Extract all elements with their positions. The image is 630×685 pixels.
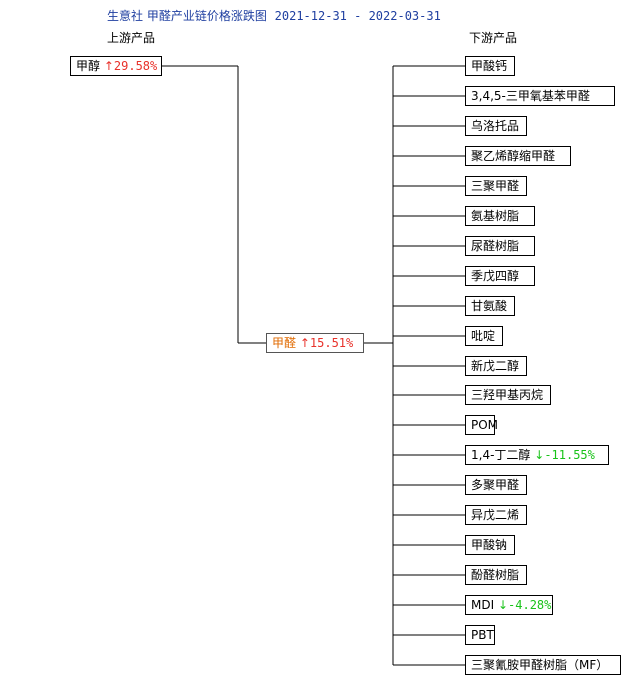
node-name: 酚醛树脂	[471, 568, 520, 582]
node-name: POM	[471, 418, 499, 432]
up-arrow-icon: ↑	[299, 336, 310, 350]
downstream-node: POM	[465, 415, 499, 435]
node-name: 聚乙烯醇缩甲醛	[471, 149, 556, 163]
downstream-node: 3,4,5-三甲氧基苯甲醛	[465, 86, 615, 106]
upstream-header: 上游产品	[107, 31, 156, 45]
downstream-node: 三羟甲基丙烷	[465, 385, 551, 405]
node-name: 甲酸钙	[471, 59, 508, 73]
node-name: 吡啶	[471, 329, 496, 343]
downstream-node: 甘氨酸	[465, 296, 515, 316]
downstream-node: 季戊四醇	[465, 266, 535, 286]
downstream-node: 聚乙烯醇缩甲醛	[465, 146, 571, 166]
downstream-header: 下游产品	[469, 31, 518, 45]
downstream-node: PBT	[465, 625, 495, 645]
downstream-node: 氨基树脂	[465, 206, 535, 226]
downstream-node: 新戊二醇	[465, 356, 527, 376]
date-range: 2021-12-31 - 2022-03-31	[274, 9, 441, 23]
downstream-node: 乌洛托品	[465, 116, 527, 136]
downstream-node: 甲酸钠	[465, 535, 515, 555]
downstream-node: 甲酸钙	[465, 56, 515, 76]
downstream-branches	[393, 65, 465, 666]
node-name: 氨基树脂	[471, 209, 520, 223]
down-arrow-icon: ↓	[497, 598, 509, 612]
node-name: 三聚甲醛	[471, 179, 520, 193]
downstream-node: 尿醛树脂	[465, 236, 535, 256]
node-name: 季戊四醇	[471, 269, 520, 283]
node-name: MDI	[471, 598, 495, 612]
chart-title: 生意社 甲醛产业链价格涨跌图 2021-12-31 - 2022-03-31	[107, 7, 441, 24]
downstream-node: 吡啶	[465, 326, 503, 346]
node-change: -11.55%	[544, 448, 595, 462]
node-name: 乌洛托品	[471, 119, 520, 133]
node-change: 15.51%	[309, 336, 354, 350]
node-name: 甘氨酸	[471, 299, 508, 313]
downstream-node: 酚醛树脂	[465, 565, 527, 585]
node-name: 甲醇	[76, 59, 101, 73]
node-name: 三羟甲基丙烷	[471, 388, 544, 402]
downstream-node: 三聚氰胺甲醛树脂（MF）	[465, 655, 621, 675]
downstream-node: MDI ↓-4.28%	[465, 595, 553, 615]
downstream-node: 三聚甲醛	[465, 176, 527, 196]
center-node-formaldehyde: 甲醛 ↑15.51%	[266, 333, 364, 353]
node-name: 甲醛	[272, 336, 297, 350]
node-name: 1,4-丁二醇	[471, 448, 531, 462]
node-name: 甲酸钠	[471, 538, 508, 552]
node-change: 29.58%	[113, 59, 158, 73]
node-name: 新戊二醇	[471, 359, 520, 373]
up-arrow-icon: ↑	[103, 59, 114, 73]
node-change: -4.28%	[508, 598, 552, 612]
node-name: 多聚甲醛	[471, 478, 520, 492]
downstream-node: 多聚甲醛	[465, 475, 527, 495]
down-arrow-icon: ↓	[534, 448, 545, 462]
node-name: PBT	[471, 628, 494, 642]
chart-title-text: 生意社 甲醛产业链价格涨跌图	[107, 9, 267, 23]
upstream-node-methanol: 甲醇 ↑29.58%	[70, 56, 162, 76]
node-name: 尿醛树脂	[471, 239, 520, 253]
node-name: 异戊二烯	[471, 508, 520, 522]
node-name: 3,4,5-三甲氧基苯甲醛	[471, 89, 590, 103]
node-name: 三聚氰胺甲醛树脂（MF）	[471, 658, 609, 672]
downstream-node: 异戊二烯	[465, 505, 527, 525]
downstream-node: 1,4-丁二醇 ↓-11.55%	[465, 445, 609, 465]
